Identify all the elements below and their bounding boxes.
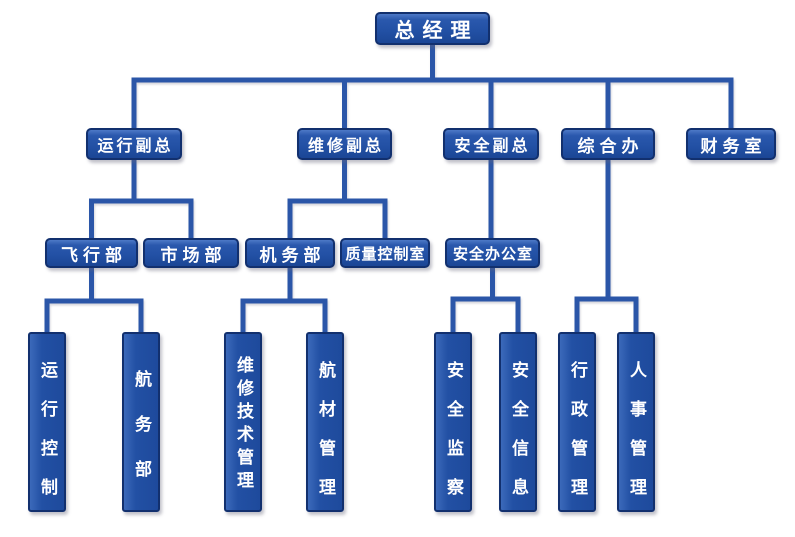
- node-maint-tech-mgmt: 维修技术管理: [224, 332, 262, 512]
- node-personnel-mgmt: 人事管理: [617, 332, 655, 517]
- connector-operations-vp-children: [89, 160, 194, 238]
- node-finance-office: 财务室: [686, 128, 776, 160]
- node-operations-control: 运行控制: [28, 332, 66, 517]
- connector-general-office-children: [574, 160, 639, 332]
- node-general-manager: 总经理: [375, 12, 490, 45]
- node-flight-service-dept: 航务部: [122, 332, 160, 512]
- connector-flight-dept-children: [44, 268, 144, 332]
- node-marketing-dept: 市场部: [143, 238, 239, 268]
- node-aviation-material-mgmt: 航材管理: [306, 332, 344, 517]
- node-admin-mgmt: 行政管理: [558, 332, 596, 517]
- connector-aircraft-maint-children: [240, 268, 328, 332]
- connector-maintenance-vp-children: [287, 160, 388, 238]
- connector-safety-office-children: [450, 268, 521, 332]
- node-flight-dept: 飞行部: [45, 238, 138, 268]
- node-general-office: 综合办: [561, 128, 655, 160]
- node-operations-vp: 运行副总: [86, 128, 182, 160]
- node-maintenance-vp: 维修副总: [297, 128, 392, 160]
- node-safety-vp: 安全副总: [443, 128, 539, 160]
- node-aircraft-maint-dept: 机务部: [245, 238, 335, 268]
- connector-root-bus: [131, 77, 734, 128]
- node-safety-supervision: 安全监察: [434, 332, 472, 517]
- node-safety-office: 安全办公室: [445, 238, 540, 268]
- node-safety-information: 安全信息: [499, 332, 537, 517]
- node-quality-control-office: 质量控制室: [340, 238, 430, 268]
